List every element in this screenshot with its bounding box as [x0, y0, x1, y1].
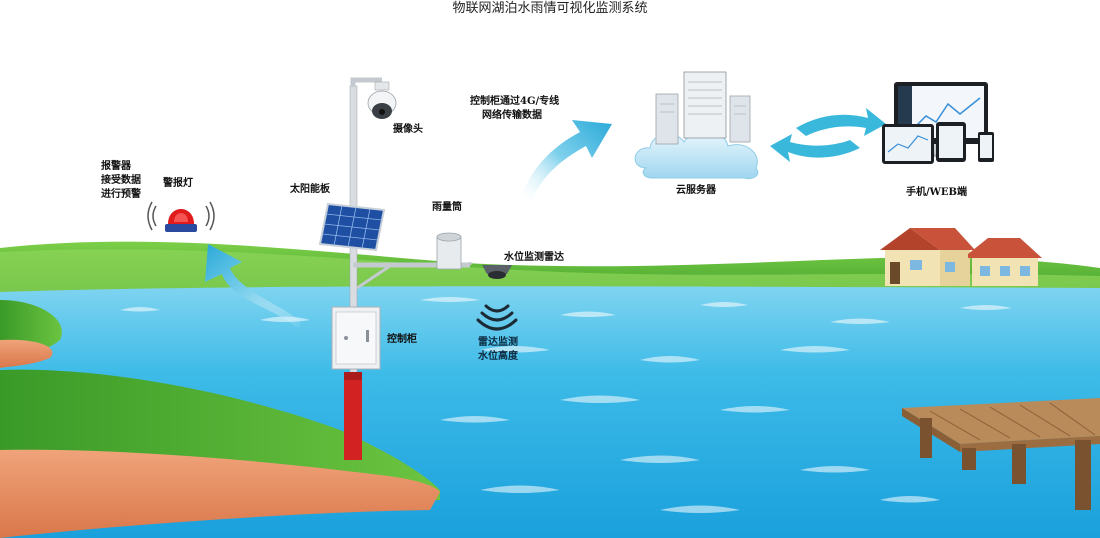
arrow-to-cloud [520, 120, 612, 204]
rain-gauge-label: 雨量筒 [432, 202, 462, 213]
solar-panel [318, 202, 386, 252]
diagram-title: 物联网湖泊水雨情可视化监测系统 [452, 1, 648, 16]
left-shore [0, 300, 440, 538]
radar-desc-line-2: 水位高度 [478, 351, 518, 362]
arrow-to-alarm [205, 244, 300, 330]
camera-label: 摄像头 [393, 124, 423, 135]
cloud-server-label: 云服务器 [676, 185, 716, 196]
alarm-description: 报警器 接受数据 进行预警 [101, 160, 141, 202]
ptz-camera [367, 81, 397, 119]
rain-gauge [436, 232, 462, 270]
transmission-label: 控制柜通过4G/专线 网络传输数据 [470, 95, 559, 123]
transmission-line-1: 控制柜通过4G/专线 [470, 96, 560, 107]
alarm-desc-line-1: 报警器 [101, 161, 131, 172]
transmission-line-2: 网络传输数据 [482, 110, 542, 121]
alarm-light-label: 警报灯 [163, 178, 193, 189]
control-cabinet-label: 控制柜 [387, 334, 417, 345]
radar-wave-icon [476, 304, 518, 331]
mobile-web-label: 手机/WEB端 [906, 187, 967, 198]
wooden-pier [902, 398, 1100, 510]
sync-arrows [770, 108, 886, 162]
cloud-server-icon [634, 71, 759, 179]
radar-label: 水位监测雷达 [504, 252, 564, 263]
radar-description: 雷达监测 水位高度 [478, 336, 518, 364]
radar-desc-line-1: 雷达监测 [478, 337, 518, 348]
radar-sensor [482, 265, 512, 279]
houses [880, 228, 1042, 286]
alarm-light-icon [147, 201, 215, 232]
alarm-desc-line-3: 进行预警 [101, 189, 141, 200]
control-cabinet [331, 306, 381, 370]
devices-icon [882, 82, 994, 164]
solar-panel-label: 太阳能板 [290, 184, 330, 195]
alarm-desc-line-2: 接受数据 [101, 175, 141, 186]
